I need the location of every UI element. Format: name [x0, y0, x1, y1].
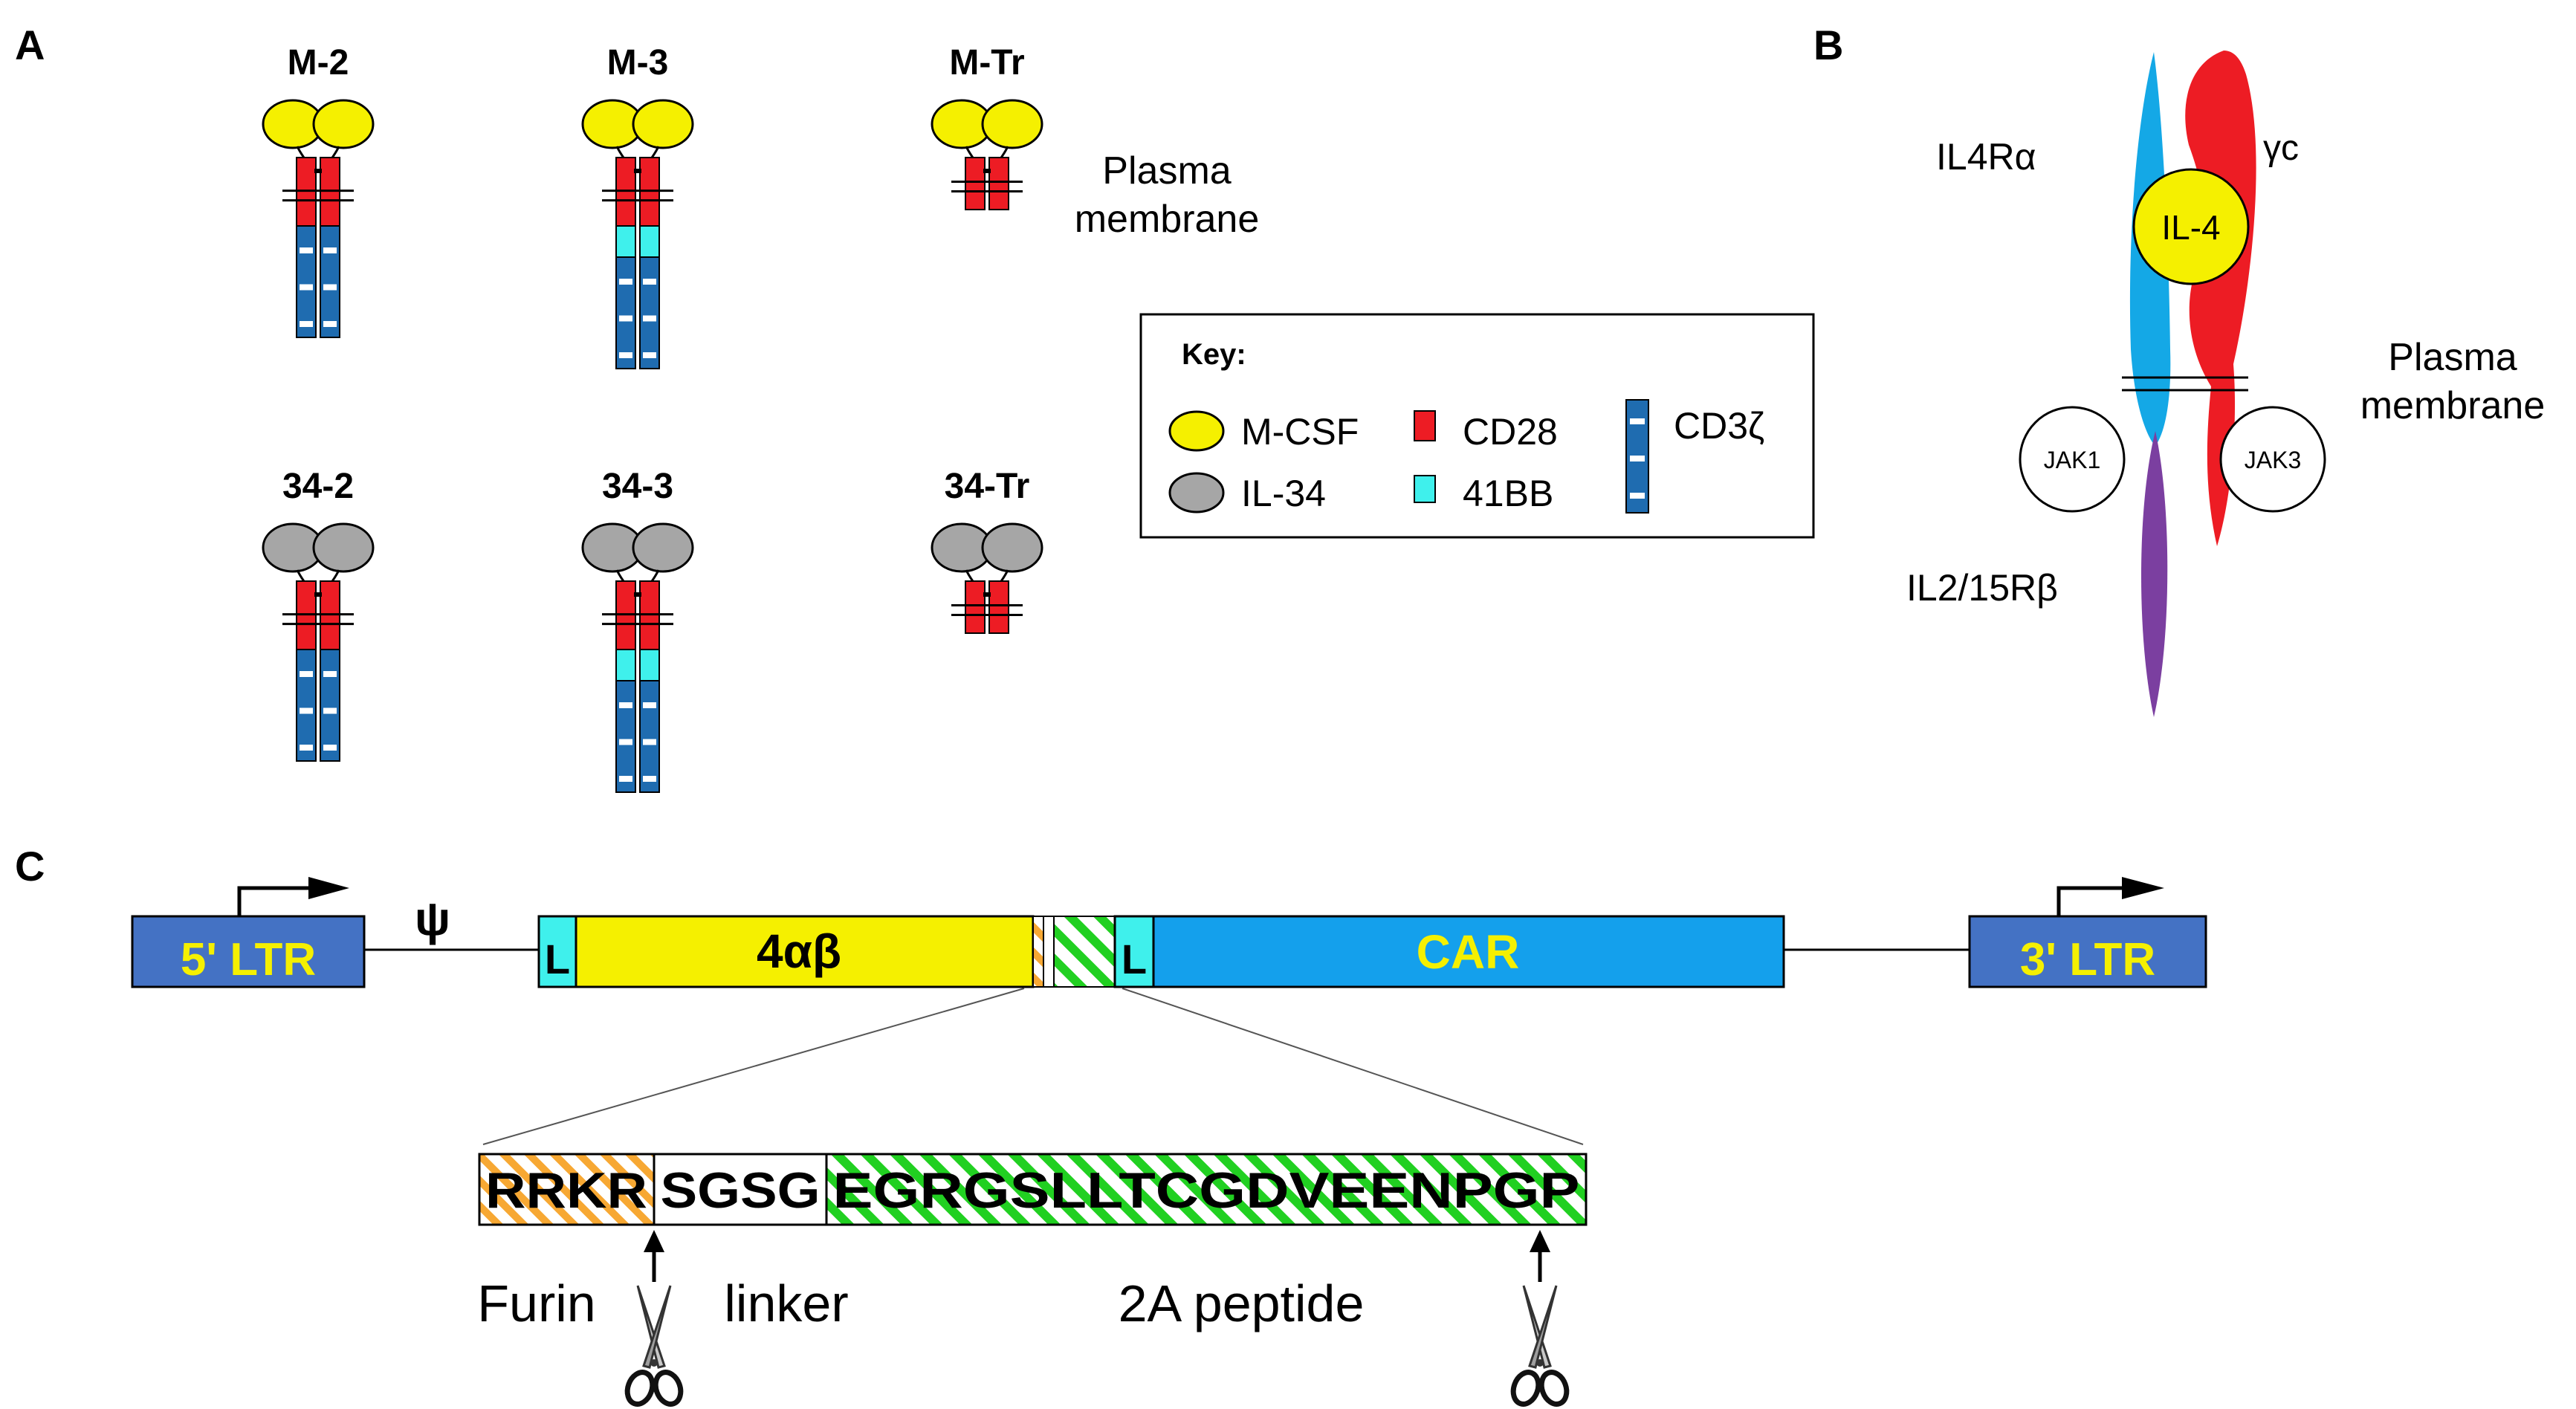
- key-label-cd3z: CD3ζ: [1674, 405, 1764, 447]
- ltr5-block: 5' LTR: [131, 877, 366, 988]
- cd28-domain: [988, 157, 1009, 210]
- p2a-block: [1053, 916, 1116, 988]
- construct-label: 34-Tr: [945, 467, 1030, 506]
- ltr3-block: 3' LTR: [1968, 877, 2207, 988]
- membrane-label-line1: Plasma: [1102, 149, 1231, 192]
- construct-m3: M-3: [581, 43, 694, 369]
- key-box: Key: M-CSF IL-34 CD28 41BB CD3ζ: [1139, 313, 1815, 539]
- car-label: CAR: [1417, 925, 1520, 979]
- mcsf-ligand: [312, 99, 375, 149]
- mcsf-key-swatch: [1168, 410, 1225, 452]
- il34-ligand: [981, 522, 1043, 573]
- membrane-b-line1: Plasma: [2388, 336, 2517, 379]
- linker-label: linker: [724, 1274, 848, 1332]
- il34-ligand: [312, 522, 375, 573]
- zoom-line-left: [482, 988, 1025, 1145]
- construct-label: 34-2: [282, 467, 354, 506]
- cd28-domain: [965, 157, 986, 210]
- 41bb-domain: [639, 225, 660, 258]
- il215rb-label: IL2/15Rβ: [1906, 567, 2058, 609]
- construct-34tr: 34-Tr: [931, 467, 1043, 634]
- cd3z-key-swatch: [1625, 399, 1649, 514]
- construct-label: 34-3: [602, 467, 673, 506]
- panel-a: A M-2 M-3 M-Tr 34-2 34-3 34-Tr Plasma membran…: [15, 22, 1815, 793]
- jak3-circle: [2219, 406, 2326, 513]
- construct-343: 34-3: [581, 467, 694, 793]
- jak3-label: JAK3: [2245, 447, 2301, 473]
- scissors-icon-furin: [623, 1286, 685, 1408]
- 41bb-domain: [615, 649, 636, 681]
- jak1-circle: [2019, 406, 2126, 513]
- cd28-key-swatch: [1414, 410, 1436, 441]
- construct-label: M-2: [288, 43, 349, 82]
- membrane-label-line2: membrane: [1075, 198, 1260, 241]
- zoom-line-right: [1122, 988, 1584, 1145]
- construct-label: M-3: [607, 43, 669, 82]
- p2a-label: 2A peptide: [1119, 1274, 1365, 1332]
- il4-ligand: [2132, 168, 2250, 285]
- promoter-arrow-5: [237, 886, 312, 916]
- key-label-mcsf: M-CSF: [1241, 411, 1359, 453]
- jak1-label: JAK1: [2044, 447, 2100, 473]
- ltr5-label: 5' LTR: [181, 934, 316, 985]
- linker-block: [1043, 916, 1055, 988]
- promoter-arrow-3: [2056, 886, 2126, 916]
- panel-c-letter: C: [15, 843, 45, 890]
- cd3z-domain: [296, 649, 317, 762]
- cd3z-domain: [615, 680, 636, 793]
- key-label-il34: IL-34: [1241, 473, 1326, 514]
- il34-key-swatch: [1168, 472, 1225, 514]
- car-constructs: M-2 M-3 M-Tr 34-2 34-3 34-Tr: [262, 43, 1043, 793]
- construct-m2: M-2: [262, 43, 375, 338]
- panel-c: C 5' LTR ψ L 4αβ L CAR 3' LTR: [15, 843, 2207, 1408]
- linker-seq: SGSG: [661, 1162, 821, 1219]
- furin-site-box: [478, 1153, 656, 1226]
- scissors-icon-p2a: [1509, 1286, 1570, 1408]
- cd3z-domain: [639, 256, 660, 369]
- 41bb-key-swatch: [1414, 475, 1436, 503]
- cd3z-domain: [296, 225, 317, 338]
- p2a-seq: EGRGSLLTCGDVEENPGP: [833, 1162, 1580, 1219]
- cd28-domain: [965, 580, 986, 634]
- cd3z-domain: [639, 680, 660, 793]
- key-title: Key:: [1182, 338, 1246, 371]
- leader-label-1: L: [545, 936, 570, 982]
- gc-label: γc: [2263, 129, 2299, 168]
- cd3z-domain: [320, 649, 340, 762]
- cd28-domain: [988, 580, 1009, 634]
- construct-342: 34-2: [262, 467, 375, 762]
- four-ab-block: [575, 915, 1035, 988]
- il34-ligand: [632, 522, 694, 573]
- construct-label: M-Tr: [949, 43, 1024, 82]
- membrane-b-line2: membrane: [2360, 384, 2546, 427]
- mcsf-ligand: [981, 99, 1043, 149]
- ltr3-label: 3' LTR: [2020, 934, 2155, 985]
- panel-b: B IL-4 JAK1 JAK3 IL4Rα γc Plasma membran…: [1813, 22, 2545, 717]
- 41bb-domain: [639, 649, 660, 681]
- linker-box: [653, 1153, 828, 1226]
- car-block: [1152, 915, 1785, 988]
- construct-mtr: M-Tr: [931, 43, 1043, 210]
- il4-label: IL-4: [2161, 208, 2220, 247]
- key-label-cd28: CD28: [1463, 411, 1558, 453]
- il4ra-label: IL4Rα: [1936, 136, 2036, 178]
- p2a-box: [825, 1153, 1588, 1226]
- peptide-sequence: RRKR SGSG EGRGSLLTCGDVEENPGP: [478, 1153, 1588, 1226]
- furin-block: [1032, 916, 1044, 988]
- four-ab-label: 4αβ: [757, 924, 841, 978]
- key-label-41bb: 41BB: [1463, 473, 1553, 514]
- panel-b-letter: B: [1813, 22, 1843, 68]
- leader-block-2: [1113, 915, 1155, 988]
- cd3z-domain: [320, 225, 340, 338]
- 41bb-domain: [615, 225, 636, 258]
- psi-label: ψ: [415, 892, 450, 945]
- leader-label-2: L: [1122, 936, 1147, 982]
- panel-a-letter: A: [15, 22, 45, 68]
- furin-label: Furin: [477, 1274, 595, 1332]
- cd3z-domain: [615, 256, 636, 369]
- il215rb-chain: [2140, 431, 2168, 717]
- mcsf-ligand: [632, 99, 694, 149]
- furin-site-seq: RRKR: [485, 1162, 647, 1219]
